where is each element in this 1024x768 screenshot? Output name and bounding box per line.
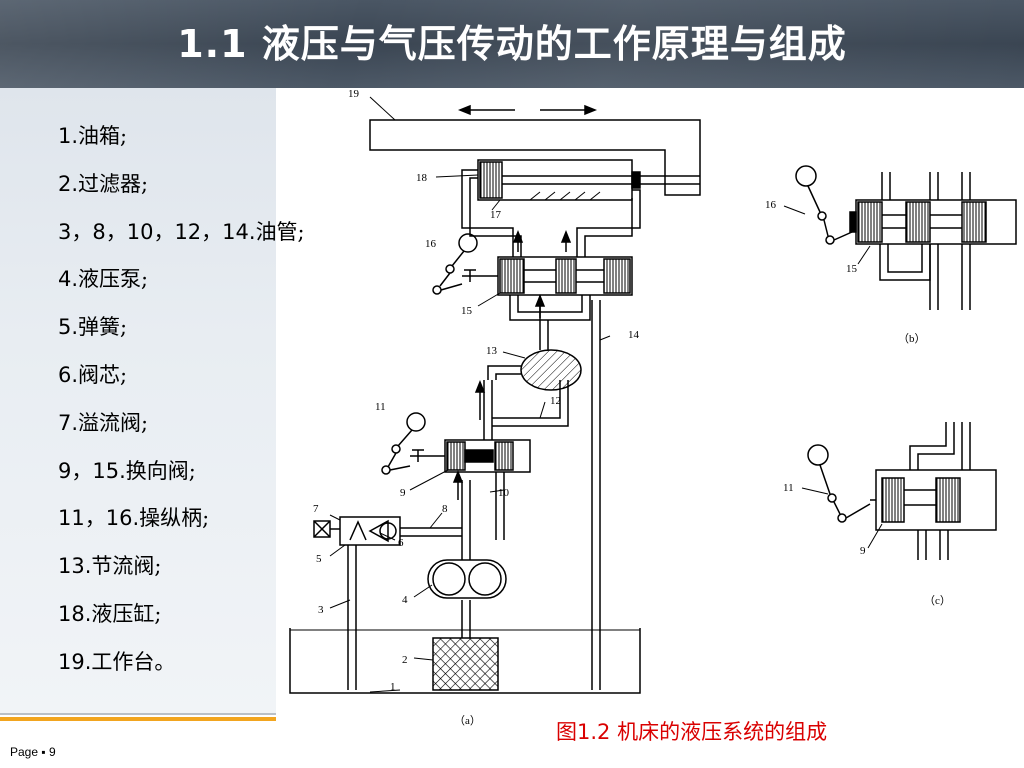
legend-item: 18.液压缸;	[58, 601, 162, 626]
label-b-16: 16	[765, 199, 777, 211]
label-17: 17	[490, 209, 502, 221]
label-4: 4	[402, 594, 408, 606]
label-2: 2	[402, 654, 408, 666]
label-c-9: 9	[860, 545, 866, 557]
relief-valve	[339, 516, 401, 546]
component-legend: 1.油箱; 2.过滤器; 3，8，10，12，14.油管; 4.液压泵; 5.弹…	[58, 118, 305, 692]
legend-item: 1.油箱;	[58, 124, 128, 148]
footer-accent-line	[0, 717, 276, 721]
diagram-c-labels: 11 9 （c）	[783, 482, 951, 607]
label-8: 8	[442, 503, 448, 515]
handle-16b-icon	[795, 165, 817, 187]
legend-item: 2.过滤器;	[58, 171, 149, 196]
label-14: 14	[628, 329, 640, 341]
label-c-11: 11	[783, 482, 794, 494]
title-bar: 1.1 液压与气压传动的工作原理与组成	[0, 0, 1024, 88]
diagram-a	[289, 96, 701, 694]
legend-item: 5.弹簧;	[58, 315, 128, 340]
legend-item: 13.节流阀;	[58, 554, 162, 579]
subfigure-c-label: （c）	[924, 594, 951, 607]
diagram-c	[801, 422, 997, 560]
label-16: 16	[425, 238, 437, 250]
filter	[432, 637, 499, 691]
label-1: 1	[390, 681, 396, 693]
label-15: 15	[461, 305, 473, 317]
handle-11c-icon	[807, 444, 829, 466]
oil-tank	[289, 628, 641, 694]
subfigure-b-label: （b）	[898, 332, 926, 345]
legend-item: 3，8，10，12，14.油管;	[58, 219, 305, 244]
label-3: 3	[318, 604, 324, 616]
handle-16-icon	[458, 233, 478, 253]
label-b-15: 15	[846, 263, 858, 275]
hydraulic-pump	[427, 559, 507, 599]
left-panel	[0, 88, 276, 714]
page-number: Page ▪ 9	[10, 745, 56, 759]
label-13: 13	[486, 345, 498, 357]
title-bar-sheen	[0, 0, 1024, 88]
label-11: 11	[375, 401, 386, 413]
handle-11-icon	[406, 412, 426, 432]
diagram-b	[783, 165, 1017, 310]
footer-divider	[0, 713, 276, 715]
legend-item: 19.工作台。	[58, 649, 176, 674]
diagram-b-labels: 16 15 （b）	[765, 199, 926, 345]
label-5: 5	[316, 553, 322, 565]
legend-item: 4.液压泵;	[58, 267, 149, 292]
worktable	[369, 119, 701, 196]
subfigure-a-label: （a）	[454, 714, 481, 727]
label-7: 7	[313, 503, 319, 515]
label-6: 6	[398, 537, 404, 549]
legend-item: 7.溢流阀;	[58, 410, 149, 435]
legend-item: 11，16.操纵柄;	[58, 506, 210, 531]
label-9: 9	[400, 487, 406, 499]
label-18: 18	[416, 172, 428, 184]
throttle-valve	[520, 349, 582, 391]
legend-item: 9，15.换向阀;	[58, 458, 196, 483]
label-19: 19	[348, 88, 360, 100]
label-12: 12	[550, 395, 561, 407]
label-10: 10	[498, 487, 510, 499]
diagram-a-labels: 19 18 17 16 15 14 13 12 11 10 9 8 7 6 5 …	[313, 88, 640, 727]
legend-item: 6.阀芯;	[58, 362, 128, 387]
slide-title: 1.1 液压与气压传动的工作原理与组成	[177, 22, 847, 66]
figure-caption: 图1.2 机床的液压系统的组成	[556, 720, 828, 744]
